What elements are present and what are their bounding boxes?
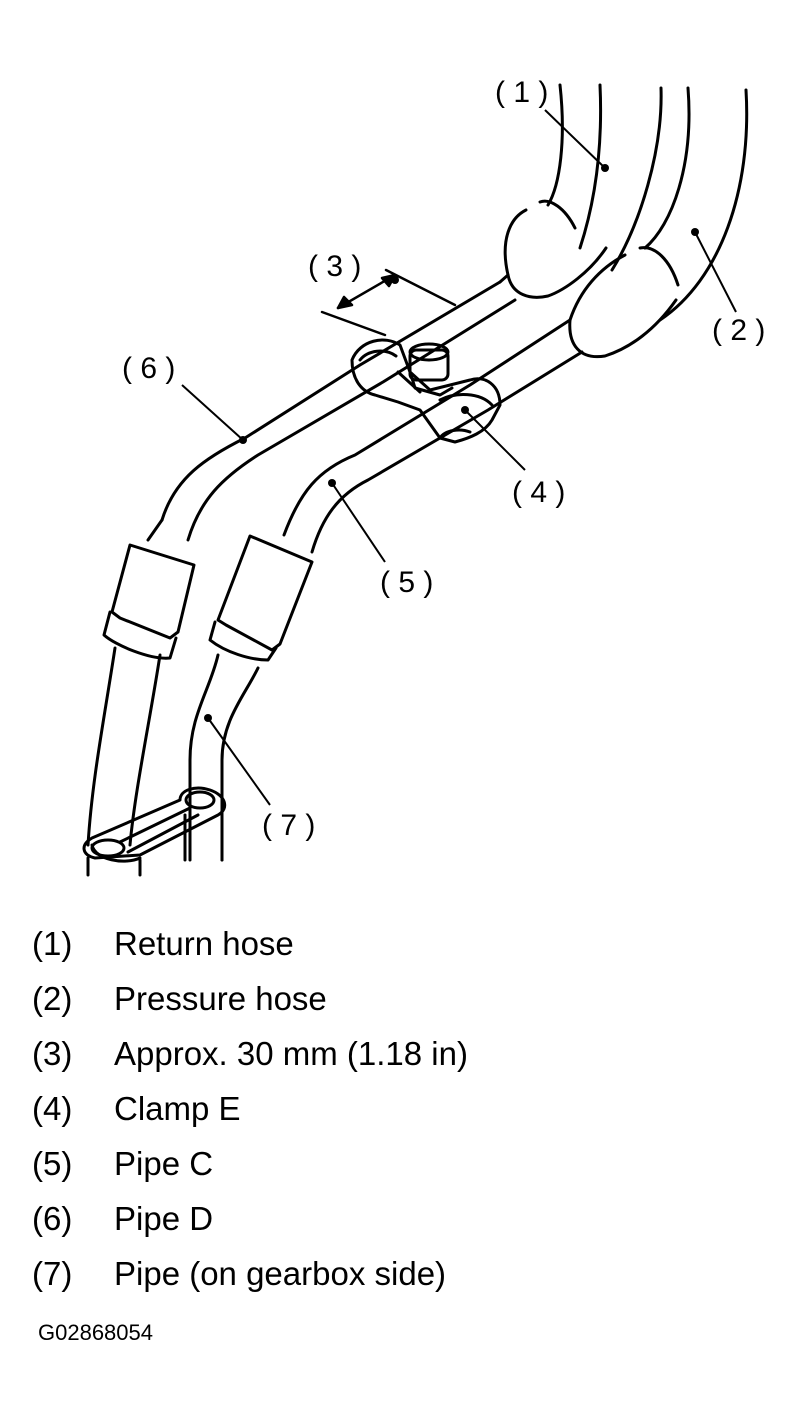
callout-1: ( 1 ) [495, 76, 548, 109]
legend-text: Pipe C [114, 1145, 214, 1182]
leader-5 [331, 482, 386, 563]
leader-1 [544, 109, 606, 169]
callout-3: ( 3 ) [308, 250, 361, 283]
callout-7: ( 7 ) [262, 809, 315, 842]
legend-text: Pipe D [114, 1200, 214, 1237]
pressure-hose [568, 86, 749, 359]
leader-6 [181, 384, 244, 441]
dimension-approx-30mm [320, 268, 457, 337]
legend-number: (4) [32, 1090, 73, 1127]
leader-4 [464, 409, 526, 471]
legend-text: Return hose [114, 925, 294, 962]
legend-text: Clamp E [114, 1090, 241, 1127]
leader-dot-3 [391, 276, 399, 284]
leader-dot-4 [461, 406, 469, 414]
pipe-c [188, 318, 584, 862]
legend-number: (6) [32, 1200, 73, 1237]
leader-7 [207, 717, 271, 806]
legend-number: (1) [32, 925, 73, 962]
legend-text: Pipe (on gearbox side) [114, 1255, 447, 1292]
return-hose [498, 83, 663, 299]
legend-number: (3) [32, 1035, 73, 1072]
legend-text: Approx. 30 mm (1.18 in) [114, 1035, 468, 1072]
leader-2 [694, 231, 737, 313]
callout-2: ( 2 ) [712, 314, 765, 347]
clamp-e [350, 338, 502, 444]
callout-5: ( 5 ) [380, 566, 433, 599]
legend-number: (2) [32, 980, 73, 1017]
leader-dot-6 [239, 436, 247, 444]
callout-4: ( 4 ) [512, 476, 565, 509]
legend-number: (5) [32, 1145, 73, 1182]
legend-text: Pressure hose [114, 980, 327, 1017]
gearbox-bracket [82, 786, 227, 877]
leader-dot-7 [204, 714, 212, 722]
hose-pipe-diagram: ( 1 ) ( 2 ) ( 3 ) ( 4 ) ( 5 ) ( 6 ) ( 7 … [82, 76, 765, 877]
leader-dot-2 [691, 228, 699, 236]
figure-code: G02868054 [38, 1320, 153, 1345]
legend-number: (7) [32, 1255, 73, 1292]
callout-6: ( 6 ) [122, 352, 175, 385]
leader-dot-1 [601, 164, 609, 172]
leader-dot-5 [328, 479, 336, 487]
